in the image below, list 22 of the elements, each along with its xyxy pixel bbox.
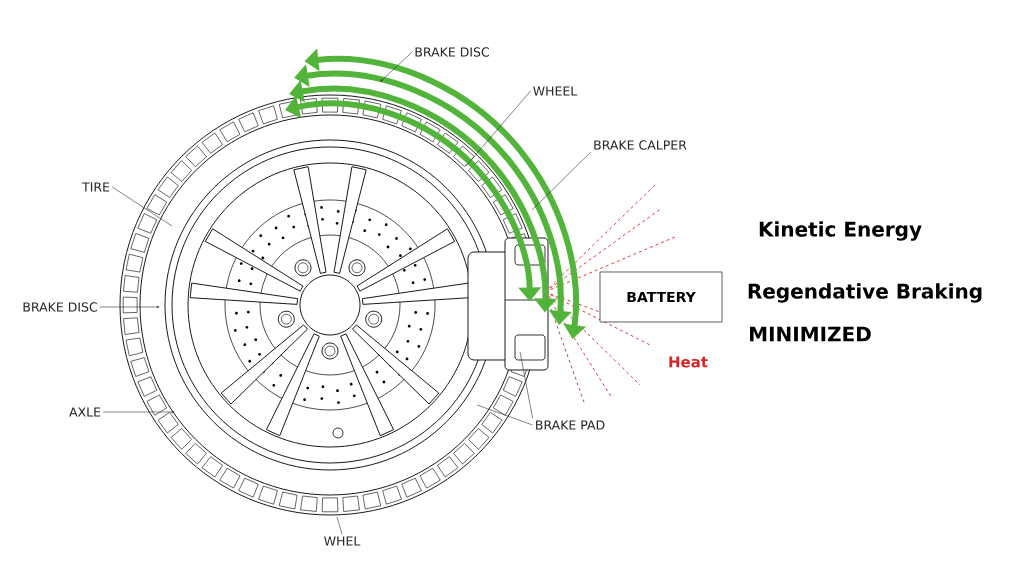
leader-line — [102, 410, 175, 414]
leader-line — [531, 151, 592, 211]
part-label: WHEEL — [533, 86, 578, 96]
part-label: BRAKE CALPER — [594, 140, 687, 150]
part-label: WHEL — [324, 536, 361, 546]
leader-line — [336, 516, 343, 535]
leader-line — [519, 351, 533, 419]
leader-line — [465, 90, 531, 167]
part-label: AXLE — [69, 407, 101, 417]
heading-text: MINIMIZED — [750, 326, 871, 342]
heading-text: Kinetic Energy — [759, 221, 922, 241]
battery-box: BATTERY — [599, 271, 723, 323]
heading-text: Regendative Braking — [748, 283, 982, 303]
heat-label: Heat — [669, 356, 708, 368]
leader-line — [111, 186, 173, 227]
part-label: BRAKE PAD — [536, 420, 605, 430]
part-label: TIRE — [82, 182, 110, 192]
leader-line — [99, 305, 160, 309]
leader-line — [476, 404, 533, 426]
part-label: BRAKE DISC — [23, 302, 97, 312]
part-label: BRAKE DISC — [415, 47, 489, 57]
leader-line — [380, 51, 413, 82]
